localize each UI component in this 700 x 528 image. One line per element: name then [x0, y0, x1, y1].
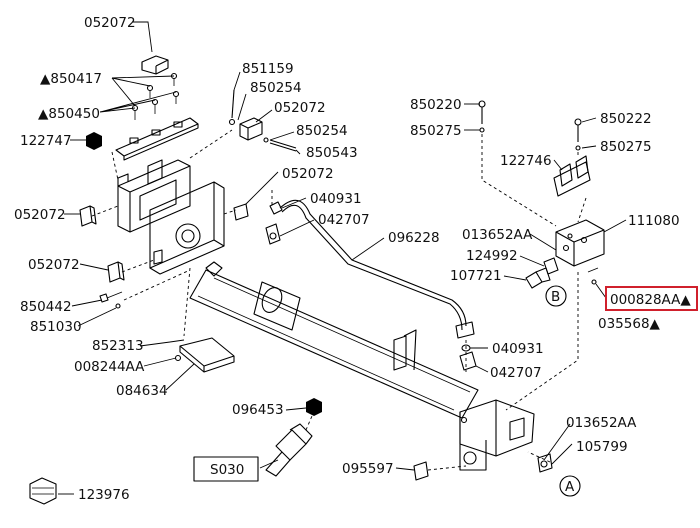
label-850254-a: 850254 [250, 80, 302, 96]
label-042707-upper: 042707 [318, 212, 370, 228]
part-clip-centre [233, 203, 249, 221]
label-111080: 111080 [628, 213, 680, 229]
part-top-plate [115, 117, 199, 161]
part-pin-000828 [587, 267, 599, 285]
part-plug-095597 [413, 461, 429, 481]
label-850275-a: 850275 [410, 123, 462, 139]
label-040931-upper: 040931 [310, 191, 362, 207]
part-bolts-upper [131, 72, 180, 120]
label-851030: 851030 [30, 319, 82, 335]
part-pin-852313 [169, 339, 185, 362]
part-screw-850543 [263, 137, 297, 152]
marker-a-circle [559, 475, 581, 497]
label-052072-top: 052072 [84, 15, 136, 31]
part-hose-096228 [279, 199, 475, 339]
part-fitting-105799 [537, 453, 553, 473]
label-122747: 122747 [20, 133, 72, 149]
label-096228: 096228 [388, 230, 440, 246]
label-052072-left-2: 052072 [28, 257, 80, 273]
label-008244aa: 008244AA [74, 359, 145, 375]
label-040931-lower: 040931 [492, 341, 544, 357]
part-pin-851159 [228, 89, 236, 126]
part-s030-coupler [265, 423, 313, 477]
leader-lines [58, 21, 627, 495]
part-fitting-107721 [525, 267, 551, 289]
part-bracket-122746 [553, 155, 591, 197]
label-013652aa-upper: 013652AA [462, 227, 533, 243]
label-124992: 124992 [466, 248, 518, 264]
s030-box [193, 456, 259, 482]
label-035568: 035568▲ [598, 316, 661, 332]
part-fitting-124992 [543, 257, 559, 275]
label-123976: 123976 [78, 487, 130, 503]
part-main-cylinder [189, 261, 479, 419]
label-850417: ▲850417 [40, 71, 102, 87]
part-096453-nut [306, 398, 322, 416]
label-000828aa: 000828AA▲ [610, 292, 691, 308]
label-107721: 107721 [450, 268, 502, 284]
label-850442: 850442 [20, 299, 72, 315]
marker-a: A [565, 479, 575, 495]
label-850450: ▲850450 [38, 106, 100, 122]
label-052072-centre: 052072 [282, 166, 334, 182]
part-block-123976 [29, 477, 57, 505]
label-096453: 096453 [232, 402, 284, 418]
label-850275-b: 850275 [600, 139, 652, 155]
label-013652aa-lower: 013652AA [566, 415, 637, 431]
part-fitting-upper [265, 201, 283, 245]
label-850254-b: 850254 [296, 123, 348, 139]
label-084634: 084634 [116, 383, 168, 399]
label-850220: 850220 [410, 97, 462, 113]
label-052072-mid: 052072 [274, 100, 326, 116]
label-122746: 122746 [500, 153, 552, 169]
part-clip-left [79, 205, 97, 227]
part-clip-top [141, 55, 169, 75]
label-850222: 850222 [600, 111, 652, 127]
label-850543: 850543 [306, 145, 358, 161]
part-fitting-lower [459, 344, 477, 371]
part-122747-nut [86, 132, 102, 150]
marker-b: B [551, 289, 560, 305]
label-052072-left: 052072 [14, 207, 66, 223]
part-bracket-084634 [179, 337, 235, 373]
part-clip-mid [239, 117, 263, 141]
part-end-block [459, 399, 535, 471]
label-105799: 105799 [576, 439, 628, 455]
label-852313: 852313 [92, 338, 144, 354]
part-labels: 052072 ▲850417 ▲850450 122747 052072 052… [14, 15, 698, 503]
label-851159: 851159 [242, 61, 294, 77]
marker-b-circle [545, 285, 567, 307]
label-s030: S030 [210, 462, 244, 478]
part-bolt-850442 [99, 291, 123, 309]
label-042707-lower: 042707 [490, 365, 542, 381]
part-main-bracket [117, 159, 225, 275]
part-bolt-850220 [478, 100, 486, 133]
highlight-box-000828aa[interactable] [605, 286, 698, 311]
label-095597: 095597 [342, 461, 394, 477]
parts-drawing [29, 21, 627, 505]
part-valve-111080 [555, 219, 605, 267]
part-bolt-850222 [574, 118, 582, 151]
part-clip-left-2 [107, 261, 125, 283]
assembly-lines [91, 129, 587, 471]
